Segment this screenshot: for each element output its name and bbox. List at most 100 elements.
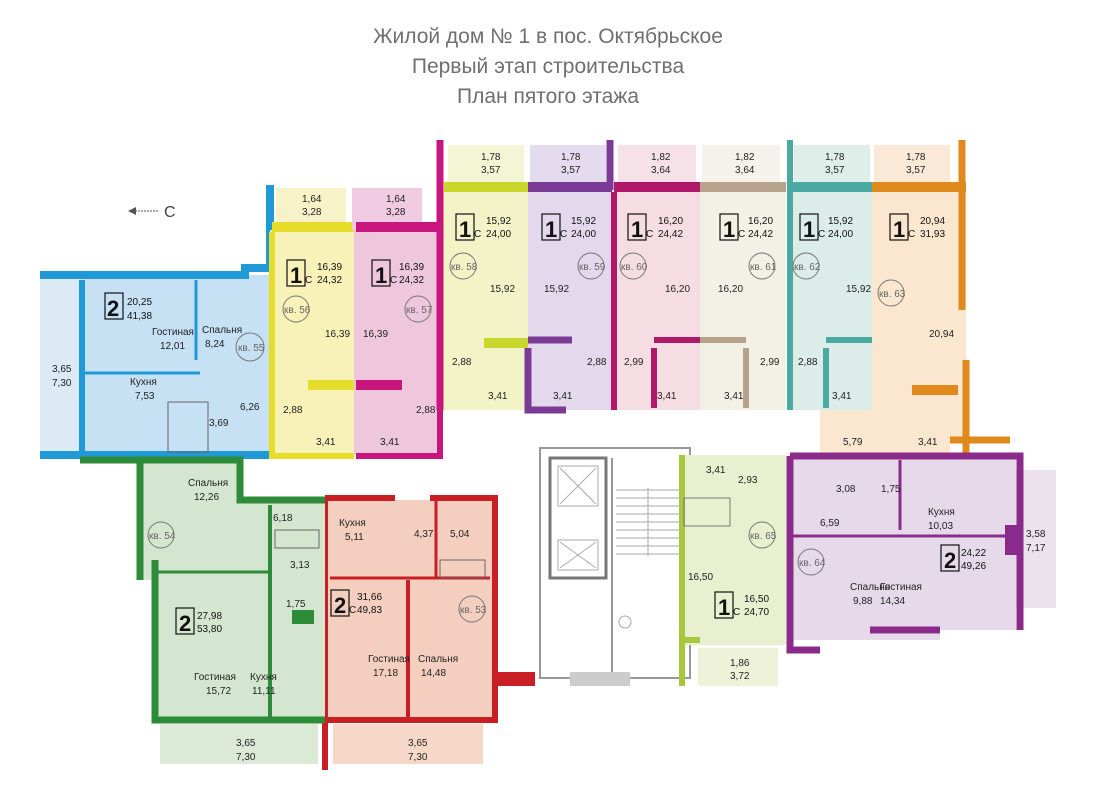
svg-text:3,57: 3,57 bbox=[825, 165, 845, 176]
svg-text:кв. 60: кв. 60 bbox=[621, 262, 648, 273]
apartment-59[interactable]: 1,78 3,57 1 С 15,92 24,00 кв. 59 15,92 2… bbox=[524, 140, 614, 414]
svg-text:кв. 57: кв. 57 bbox=[406, 305, 433, 316]
svg-text:1: 1 bbox=[723, 217, 735, 242]
svg-text:3,57: 3,57 bbox=[561, 165, 581, 176]
svg-text:2: 2 bbox=[334, 593, 346, 618]
svg-text:Кухня: Кухня bbox=[130, 377, 157, 388]
apartment-60[interactable]: 1,82 3,64 1 С 16,20 24,42 кв. 60 16,20 2… bbox=[611, 145, 700, 410]
svg-text:31,66: 31,66 bbox=[357, 592, 382, 603]
svg-text:24,70: 24,70 bbox=[744, 607, 769, 618]
svg-text:15,92: 15,92 bbox=[571, 216, 596, 227]
svg-text:24,00: 24,00 bbox=[828, 229, 853, 240]
svg-text:3,41: 3,41 bbox=[553, 391, 573, 402]
svg-text:20,94: 20,94 bbox=[920, 216, 945, 227]
svg-text:1: 1 bbox=[803, 217, 815, 242]
apartment-58[interactable]: 1,78 3,57 1 С 15,92 24,00 кв. 58 15,92 2… bbox=[436, 140, 528, 410]
svg-text:3,65: 3,65 bbox=[408, 738, 428, 749]
title-line-2: Первый этап строительства bbox=[411, 55, 685, 78]
svg-text:3,41: 3,41 bbox=[918, 437, 938, 448]
svg-text:16,39: 16,39 bbox=[399, 262, 424, 273]
svg-text:7,30: 7,30 bbox=[52, 378, 72, 389]
svg-text:2,88: 2,88 bbox=[452, 357, 472, 368]
svg-text:16,39: 16,39 bbox=[317, 262, 342, 273]
svg-text:С: С bbox=[908, 229, 915, 240]
svg-text:кв. 61: кв. 61 bbox=[750, 262, 777, 273]
svg-text:53,80: 53,80 bbox=[197, 624, 222, 635]
svg-text:кв. 58: кв. 58 bbox=[451, 262, 478, 273]
svg-text:1: 1 bbox=[290, 263, 302, 288]
svg-text:7,17: 7,17 bbox=[1026, 543, 1046, 554]
svg-text:1: 1 bbox=[718, 595, 730, 620]
svg-text:20,25: 20,25 bbox=[127, 297, 152, 308]
svg-text:1,75: 1,75 bbox=[881, 484, 901, 495]
svg-text:1: 1 bbox=[631, 217, 643, 242]
svg-text:24,00: 24,00 bbox=[486, 229, 511, 240]
svg-text:кв. 54: кв. 54 bbox=[149, 531, 176, 542]
svg-text:15,92: 15,92 bbox=[544, 284, 569, 295]
svg-text:3,65: 3,65 bbox=[236, 738, 256, 749]
apartment-54[interactable]: Спальня 12,26 кв. 54 6,18 3,13 1,75 2 27… bbox=[80, 456, 325, 764]
apartment-61[interactable]: 1,82 3,64 1 С 16,20 24,42 кв. 61 16,20 2… bbox=[700, 145, 786, 410]
svg-text:Гостиная: Гостиная bbox=[880, 582, 922, 593]
svg-text:С: С bbox=[646, 229, 653, 240]
svg-text:4,37: 4,37 bbox=[414, 529, 434, 540]
svg-text:3,28: 3,28 bbox=[302, 207, 322, 218]
svg-text:24,32: 24,32 bbox=[399, 275, 424, 286]
svg-text:2: 2 bbox=[107, 296, 119, 321]
svg-text:16,50: 16,50 bbox=[744, 594, 769, 605]
svg-text:5,04: 5,04 bbox=[450, 529, 470, 540]
svg-text:2: 2 bbox=[944, 548, 956, 573]
svg-text:14,48: 14,48 bbox=[421, 668, 446, 679]
svg-text:3,41: 3,41 bbox=[657, 391, 677, 402]
svg-text:10,03: 10,03 bbox=[928, 521, 953, 532]
svg-text:кв. 63: кв. 63 bbox=[879, 289, 906, 300]
title-line-1: Жилой дом № 1 в пос. Октябрьское bbox=[373, 25, 723, 48]
svg-text:Гостиная: Гостиная bbox=[368, 654, 410, 665]
svg-text:3,64: 3,64 bbox=[651, 165, 671, 176]
svg-text:1,75: 1,75 bbox=[286, 599, 306, 610]
svg-text:16,39: 16,39 bbox=[363, 329, 388, 340]
svg-text:24,32: 24,32 bbox=[317, 275, 342, 286]
svg-text:24,00: 24,00 bbox=[571, 229, 596, 240]
svg-text:кв. 65: кв. 65 bbox=[750, 531, 777, 542]
svg-text:12,26: 12,26 bbox=[194, 492, 219, 503]
north-arrow-icon bbox=[128, 207, 158, 215]
svg-text:3,41: 3,41 bbox=[706, 465, 726, 476]
apartment-56[interactable]: 1,64 3,28 1 С 16,39 24,32 кв. 56 16,39 2… bbox=[269, 188, 356, 459]
svg-text:Спальня: Спальня bbox=[418, 654, 458, 665]
apartment-53[interactable]: Кухня 5,11 4,37 5,04 2 С 31,66 49,83 кв.… bbox=[322, 495, 498, 770]
svg-text:8,24: 8,24 bbox=[205, 339, 225, 350]
svg-text:3,57: 3,57 bbox=[906, 165, 926, 176]
svg-text:Спальня: Спальня bbox=[850, 582, 890, 593]
compass-label: С bbox=[164, 204, 176, 221]
apartment-65[interactable]: 3,41 2,93 кв. 65 16,50 1 С 16,50 24,70 1… bbox=[679, 455, 786, 686]
svg-text:1,78: 1,78 bbox=[825, 152, 845, 163]
svg-text:2,93: 2,93 bbox=[738, 475, 758, 486]
apartment-62[interactable]: 1,78 3,57 1 С 15,92 24,00 кв. 62 15,92 2… bbox=[787, 140, 872, 410]
svg-text:1: 1 bbox=[375, 263, 387, 288]
svg-text:16,20: 16,20 bbox=[748, 216, 773, 227]
svg-text:24,42: 24,42 bbox=[658, 229, 683, 240]
svg-text:С: С bbox=[560, 229, 567, 240]
svg-text:3,41: 3,41 bbox=[380, 437, 400, 448]
svg-text:3,13: 3,13 bbox=[290, 560, 310, 571]
svg-text:3,64: 3,64 bbox=[735, 165, 755, 176]
svg-text:3,69: 3,69 bbox=[209, 418, 229, 429]
svg-text:Кухня: Кухня bbox=[250, 672, 277, 683]
svg-text:5,79: 5,79 bbox=[843, 437, 863, 448]
svg-text:5,11: 5,11 bbox=[345, 532, 364, 543]
svg-text:Спальня: Спальня bbox=[188, 478, 228, 489]
svg-text:1: 1 bbox=[545, 217, 557, 242]
apartment-57[interactable]: 1,64 3,28 1 С 16,39 24,32 кв. 57 16,39 2… bbox=[352, 182, 443, 459]
svg-text:16,20: 16,20 bbox=[665, 284, 690, 295]
apartment-64[interactable]: 3,58 7,17 Кухня 10,03 2 24,22 49,26 кв. … bbox=[786, 452, 1056, 654]
svg-text:3,41: 3,41 bbox=[832, 391, 852, 402]
apartment-55[interactable]: 3,65 7,30 2 20,25 41,38 Гостиная 12,01 С… bbox=[40, 185, 274, 459]
svg-text:2,88: 2,88 bbox=[416, 405, 436, 416]
svg-text:2,88: 2,88 bbox=[587, 357, 607, 368]
svg-text:27,98: 27,98 bbox=[197, 611, 222, 622]
apartment-63[interactable]: 1,78 3,57 1 С 20,94 31,93 кв. 63 20,94 5… bbox=[820, 140, 1010, 455]
svg-text:С: С bbox=[305, 275, 312, 286]
svg-text:1,64: 1,64 bbox=[386, 194, 406, 205]
